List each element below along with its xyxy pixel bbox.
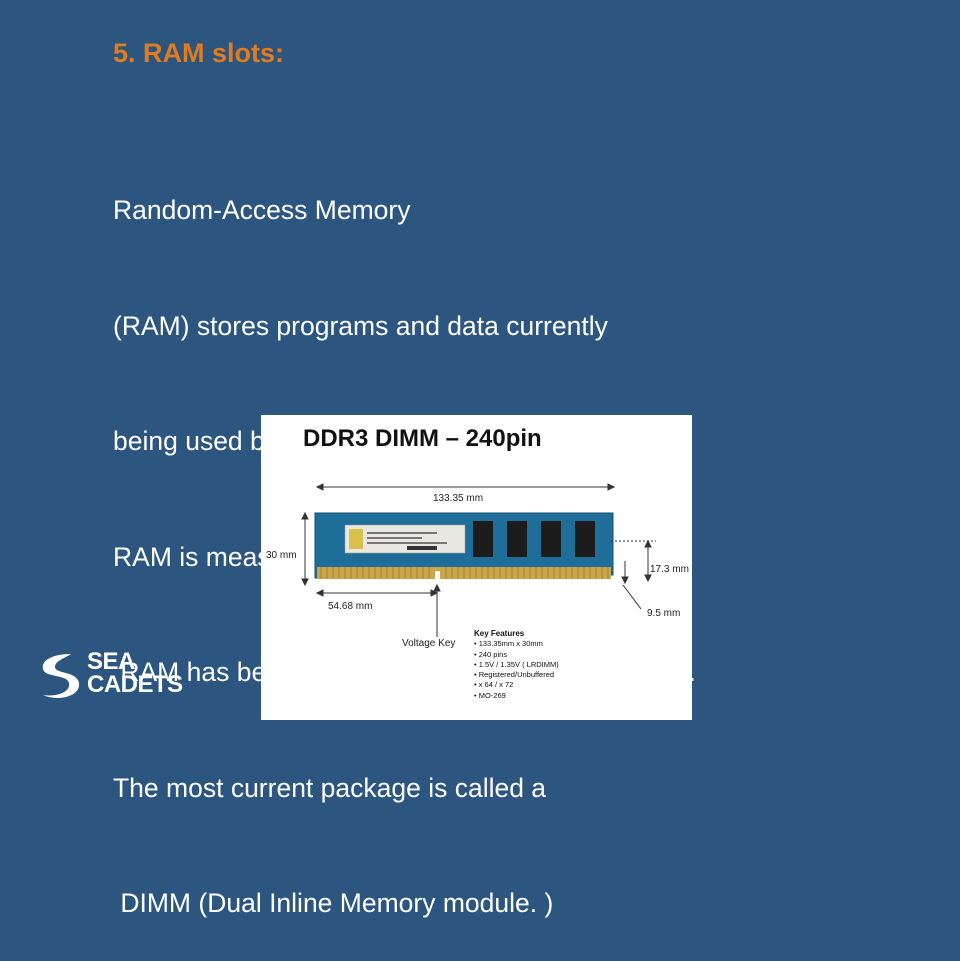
height-label: 30 mm	[266, 550, 297, 561]
ddr3-dimm-figure: DDR3 DIMM – 240pin	[261, 415, 692, 720]
key-feature-item: • MO-269	[474, 690, 506, 700]
edge-leader-line	[622, 584, 642, 610]
body-line: Random-Access Memory	[113, 195, 411, 225]
key-offset-arrow	[315, 589, 439, 597]
logo-line-2: CADETS	[87, 671, 183, 698]
logo-line-1: SEA	[87, 648, 135, 675]
voltage-key-arrow	[433, 583, 441, 637]
module-logo-icon	[349, 529, 363, 549]
slide-heading: 5. RAM slots:	[113, 38, 285, 68]
chip-height-label: 17.3 mm	[650, 564, 689, 575]
sea-cadets-swoosh-icon	[42, 654, 80, 698]
height-dimension-arrow	[301, 511, 309, 587]
memory-chips	[473, 521, 595, 557]
key-feature-item: • x 64 / x 72	[474, 680, 514, 690]
edge-label: 9.5 mm	[647, 608, 681, 619]
key-feature-item: • 133.35mm x 30mm	[474, 639, 543, 649]
key-features-title: Key Features	[474, 629, 525, 638]
dimm-module	[314, 512, 614, 581]
body-line: (RAM) stores programs and data currently	[113, 310, 608, 341]
body-line: The most current package is called a	[113, 772, 547, 803]
key-features-list: Key Features • 133.35mm x 30mm • 240 pin…	[474, 629, 559, 701]
width-label: 133.35 mm	[433, 493, 484, 504]
dimm-diagram	[301, 483, 656, 637]
sea-cadets-logo: SEA CADETS	[37, 650, 207, 702]
logo-wordmark: SEA CADETS	[87, 648, 183, 698]
key-feature-item: • Registered/Unbuffered	[474, 670, 555, 680]
body-line: DIMM (Dual Inline Memory module. )	[113, 888, 554, 918]
width-dimension-arrow	[315, 483, 616, 491]
voltage-key-label: Voltage Key	[402, 638, 456, 649]
key-offset-label: 54.68 mm	[328, 601, 373, 612]
chip-height-dimension	[611, 539, 656, 585]
key-feature-item: • 1.5V / 1.35V ( LRDIMM)	[474, 659, 559, 669]
key-feature-item: • 240 pins	[474, 649, 508, 659]
voltage-key-notch	[435, 571, 440, 581]
figure-title: DDR3 DIMM – 240pin	[303, 425, 542, 452]
